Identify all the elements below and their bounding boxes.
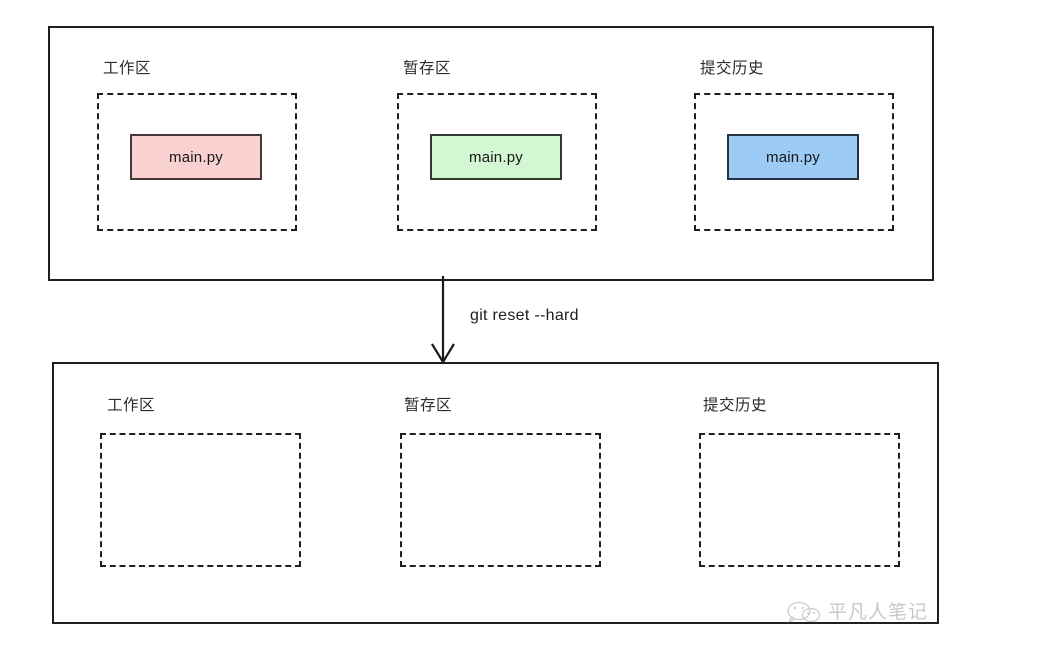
- file-chip-commit-history-main-py[interactable]: main.py: [727, 134, 859, 180]
- before-zone-label-working: 工作区: [103, 60, 152, 77]
- watermark: 平凡人笔记: [786, 600, 928, 626]
- after-zone-box-commit-history: [699, 433, 900, 567]
- watermark-text: 平凡人笔记: [828, 602, 929, 623]
- after-zone-label-commit-history: 提交历史: [703, 397, 768, 414]
- before-zone-box-staging: [397, 93, 597, 231]
- before-zone-label-staging: 暂存区: [403, 60, 452, 77]
- transition-command-label: git reset --hard: [470, 307, 579, 324]
- before-zone-label-commit-history: 提交历史: [700, 60, 765, 77]
- after-zone-label-working: 工作区: [107, 397, 156, 414]
- before-zone-box-commit-history: [694, 93, 894, 231]
- file-chip-working-main-py[interactable]: main.py: [130, 134, 262, 180]
- before-zone-box-working: [97, 93, 297, 231]
- after-zone-label-staging: 暂存区: [404, 397, 453, 414]
- after-zone-box-working: [100, 433, 301, 567]
- after-reset-panel: [52, 362, 939, 624]
- file-chip-staging-main-py[interactable]: main.py: [430, 134, 562, 180]
- after-zone-box-staging: [400, 433, 601, 567]
- wechat-logo-icon: [787, 601, 821, 624]
- transition-arrow-icon: [431, 276, 455, 364]
